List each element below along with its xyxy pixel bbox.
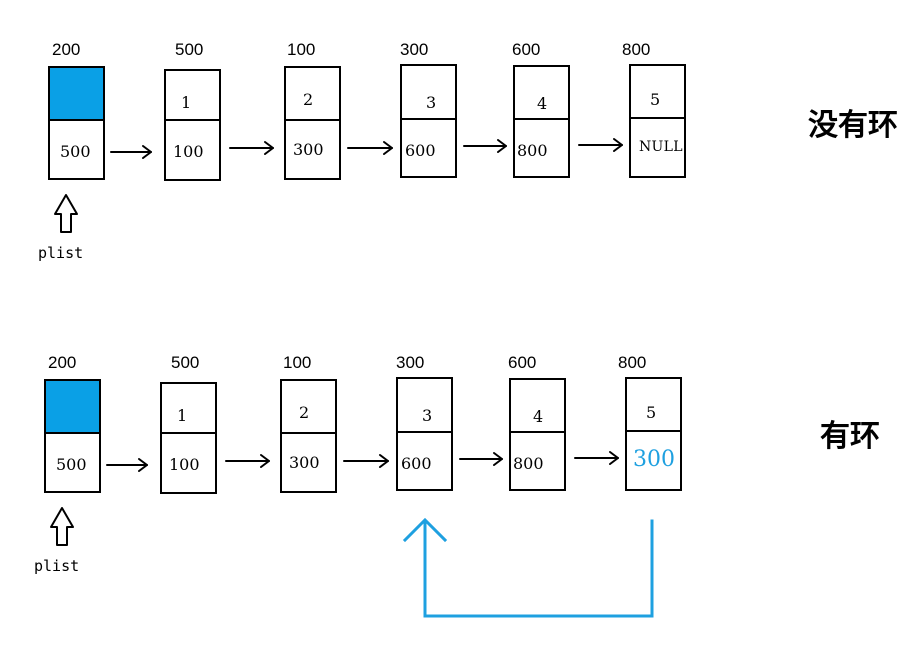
plist-label: plist xyxy=(34,557,80,575)
node-value: 3 xyxy=(422,406,433,425)
next-pointer: 500 xyxy=(56,455,87,474)
node-value: 1 xyxy=(181,93,192,112)
arrow-right-icon xyxy=(343,454,389,468)
diagram-label: 有环 xyxy=(820,419,880,454)
next-pointer: 500 xyxy=(60,142,91,161)
list-node: 3 600 xyxy=(400,64,457,178)
node-value: 2 xyxy=(299,403,310,422)
list-node: 1 100 xyxy=(160,382,217,494)
list-node: 5 NULL xyxy=(629,64,686,178)
next-pointer: 300 xyxy=(293,140,324,159)
node-address: 600 xyxy=(512,40,541,59)
list-node: 5 300 xyxy=(625,377,682,491)
next-pointer: 600 xyxy=(401,454,432,473)
cycle-loop-arrow-icon xyxy=(402,517,654,618)
next-pointer: 800 xyxy=(513,454,544,473)
list-node: 2 300 xyxy=(284,66,341,180)
head-node: 500 xyxy=(44,379,101,493)
diagram-label: 没有环 xyxy=(808,108,898,143)
next-pointer: 100 xyxy=(173,142,204,161)
arrow-right-icon xyxy=(347,141,393,155)
node-value: 1 xyxy=(177,406,188,425)
arrow-right-icon xyxy=(110,145,152,159)
pointer-up-arrow-icon xyxy=(50,507,74,546)
node-address: 100 xyxy=(283,353,312,372)
pointer-up-arrow-icon xyxy=(54,194,78,233)
list-node: 3 600 xyxy=(396,377,453,491)
list-node: 2 300 xyxy=(280,379,337,493)
node-address: 300 xyxy=(400,40,429,59)
head-node-fill xyxy=(50,68,103,121)
node-address: 200 xyxy=(52,40,81,59)
node-value: 5 xyxy=(650,90,661,109)
node-address: 300 xyxy=(396,353,425,372)
arrow-right-icon xyxy=(574,451,619,465)
node-value: 3 xyxy=(426,93,437,112)
node-value: 5 xyxy=(646,403,657,422)
arrow-right-icon xyxy=(578,138,623,152)
node-address: 500 xyxy=(171,353,200,372)
list-node: 4 800 xyxy=(509,378,566,491)
arrow-right-icon xyxy=(459,452,503,466)
node-address: 200 xyxy=(48,353,77,372)
next-pointer: 100 xyxy=(169,455,200,474)
node-value: 4 xyxy=(533,407,544,426)
list-node: 1 100 xyxy=(164,69,221,181)
list-node: 4 800 xyxy=(513,65,570,178)
arrow-right-icon xyxy=(106,458,148,472)
node-address: 500 xyxy=(175,40,204,59)
plist-label: plist xyxy=(38,244,84,262)
node-value: 2 xyxy=(303,90,314,109)
head-node: 500 xyxy=(48,66,105,180)
next-pointer: 800 xyxy=(517,141,548,160)
null-pointer: NULL xyxy=(639,139,683,155)
arrow-right-icon xyxy=(225,454,270,468)
node-address: 100 xyxy=(287,40,316,59)
arrow-right-icon xyxy=(229,141,274,155)
node-value: 4 xyxy=(537,94,548,113)
arrow-right-icon xyxy=(463,139,507,153)
loop-pointer: 300 xyxy=(633,447,675,472)
node-address: 800 xyxy=(618,353,647,372)
node-address: 800 xyxy=(622,40,651,59)
head-node-fill xyxy=(46,381,99,434)
next-pointer: 300 xyxy=(289,453,320,472)
node-address: 600 xyxy=(508,353,537,372)
next-pointer: 600 xyxy=(405,141,436,160)
